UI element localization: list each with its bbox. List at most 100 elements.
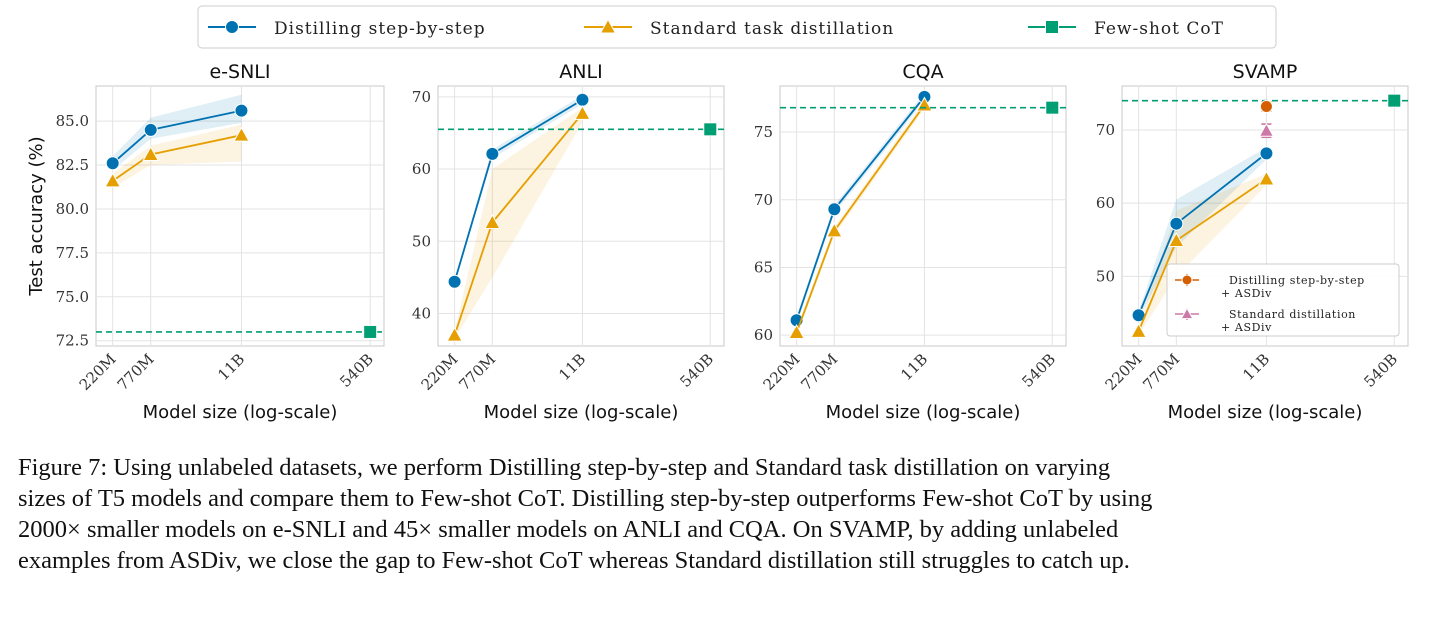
x-tick-label: 540B <box>1018 350 1059 391</box>
y-tick-label: 70 <box>412 88 431 106</box>
caption-line: Figure 7: Using unlabeled datasets, we p… <box>18 454 1111 481</box>
inset-legend-frame <box>1166 263 1400 337</box>
y-tick-label: 77.5 <box>56 244 89 262</box>
x-tick-label: 220M <box>760 350 804 394</box>
confidence-band <box>454 107 583 339</box>
y-tick-label: 80.0 <box>56 200 89 218</box>
confidence-band <box>1138 173 1267 336</box>
y-tick-label: 75.0 <box>56 288 89 306</box>
few-shot-cot-point <box>363 324 378 339</box>
caption-line: 2000× smaller models on e-SNLI and 45× s… <box>18 516 1119 543</box>
y-tick-label: 40 <box>412 305 431 323</box>
x-tick-label: 11B <box>214 350 248 384</box>
confidence-band <box>796 92 925 325</box>
y-tick-label: 75 <box>754 123 773 141</box>
inset-legend-label: + ASDiv <box>1221 287 1272 300</box>
data-point <box>484 213 501 229</box>
legend-entry: Few-shot CoT <box>1028 19 1224 39</box>
x-tick-label: 540B <box>1360 350 1401 391</box>
caption-line: sizes of T5 models and compare them to F… <box>18 485 1153 512</box>
confidence-band <box>796 100 925 337</box>
x-tick-label: 11B <box>555 350 589 384</box>
y-tick-label: 60 <box>1096 194 1115 212</box>
confidence-band <box>112 124 242 188</box>
y-tick-label: 70 <box>1096 121 1115 139</box>
data-point <box>485 146 500 161</box>
confidence-band <box>112 94 242 171</box>
data-point <box>826 222 843 238</box>
inset-legend-label: Standard distillation <box>1229 308 1356 321</box>
y-tick-label: 50 <box>412 232 431 250</box>
data-point <box>1258 170 1275 186</box>
legend-entry: Distilling step-by-step <box>208 19 486 39</box>
inset-legend-label: Distilling step-by-step <box>1229 274 1365 287</box>
triangle-icon <box>599 18 617 34</box>
x-tick-label: 540B <box>336 350 377 391</box>
data-point <box>1168 232 1185 248</box>
data-point <box>143 122 158 137</box>
circle-icon <box>1181 274 1193 286</box>
panel-title: ANLI <box>559 61 602 83</box>
y-tick-label: 60 <box>412 160 431 178</box>
caption-line: examples from ASDiv, we close the gap to… <box>18 547 1130 574</box>
x-tick-label: 540B <box>676 350 717 391</box>
data-point <box>1169 216 1184 231</box>
confidence-band <box>1138 147 1267 319</box>
x-tick-label: 770M <box>1139 350 1183 394</box>
plot-area <box>437 85 725 347</box>
y-tick-label: 65 <box>754 258 773 276</box>
x-tick-label: 11B <box>897 350 931 384</box>
panel-title: CQA <box>902 61 943 83</box>
legend-label: Few-shot CoT <box>1094 19 1224 39</box>
legend-entry: Standard task distillation <box>584 18 894 39</box>
x-tick-label: 220M <box>418 350 462 394</box>
x-tick-label: 770M <box>114 350 158 394</box>
few-shot-cot-point <box>1045 100 1060 115</box>
asdiv-point <box>1258 122 1275 137</box>
data-point <box>104 172 122 188</box>
figure-7-chart: Distilling step-by-step Standard task dis… <box>26 5 1409 423</box>
circle-icon <box>225 20 239 34</box>
panel-title: e-SNLI <box>209 61 270 83</box>
data-point <box>142 146 160 161</box>
top-legend: Distilling step-by-step Standard task dis… <box>197 5 1277 49</box>
x-axis-label: Model size (log-scale) <box>826 402 1021 423</box>
x-tick-label: 770M <box>455 350 499 394</box>
legend-label: Standard task distillation <box>650 19 894 39</box>
data-point <box>1259 146 1274 161</box>
figure-caption: Figure 7: Using unlabeled datasets, we p… <box>18 452 1422 576</box>
y-tick-label: 60 <box>754 326 773 344</box>
x-tick-label: 220M <box>1102 350 1146 394</box>
x-tick-label: 770M <box>797 350 841 394</box>
data-point <box>105 156 120 171</box>
y-tick-label: 70 <box>754 191 773 209</box>
y-tick-label: 50 <box>1096 267 1115 285</box>
data-point <box>446 326 463 342</box>
data-point <box>827 202 842 217</box>
y-tick-label: 85.0 <box>56 112 89 130</box>
square-icon <box>1045 20 1059 34</box>
data-point <box>788 323 805 339</box>
x-axis-label: Model size (log-scale) <box>484 402 679 423</box>
triangle-icon <box>1180 307 1194 320</box>
x-tick-label: 220M <box>76 350 120 394</box>
y-axis-label: Test accuracy (%) <box>26 136 47 296</box>
y-tick-label: 82.5 <box>56 156 89 174</box>
x-tick-label: 11B <box>1239 350 1273 384</box>
few-shot-cot-point <box>703 122 718 137</box>
data-point <box>574 104 591 120</box>
data-point <box>575 92 590 107</box>
y-tick-label: 72.5 <box>56 332 89 350</box>
legend-label: Distilling step-by-step <box>274 19 486 39</box>
inset-legend-label: + ASDiv <box>1221 321 1272 334</box>
data-point <box>1130 322 1147 338</box>
x-axis-label: Model size (log-scale) <box>1168 402 1363 423</box>
panel-title: SVAMP <box>1233 61 1298 83</box>
legend-frame <box>197 5 1277 49</box>
